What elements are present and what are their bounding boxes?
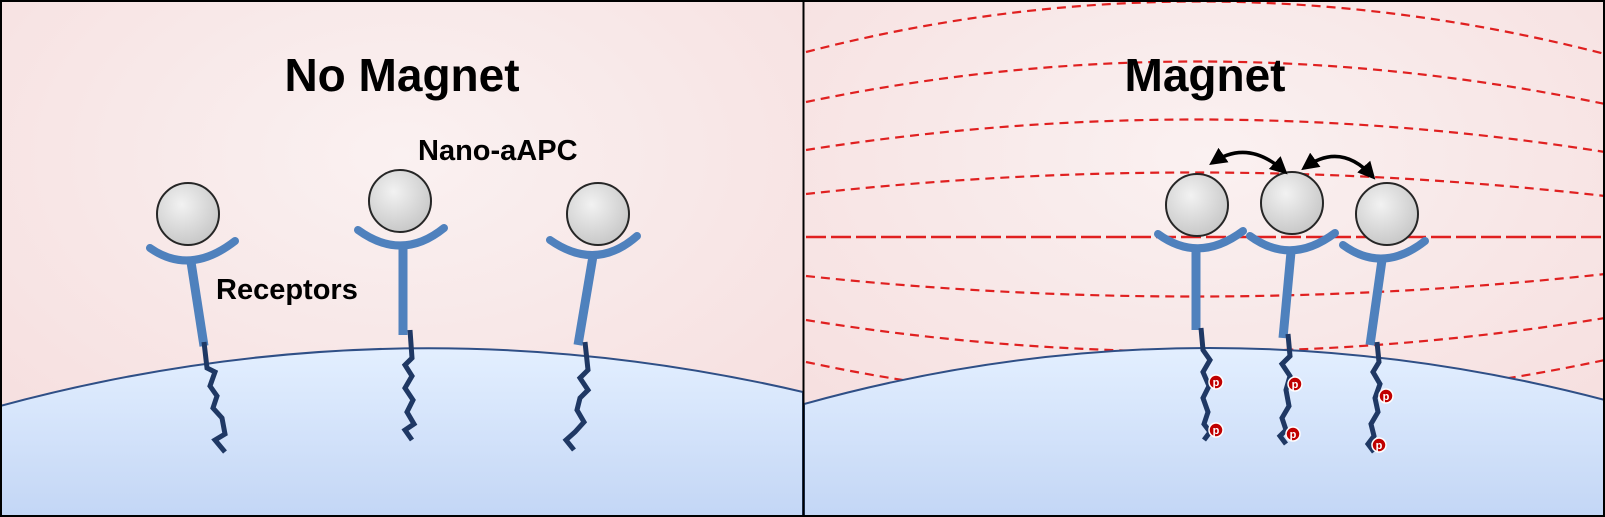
particle-label: Nano-aAPC xyxy=(418,135,578,167)
receptor xyxy=(1154,227,1247,442)
receptor xyxy=(1246,229,1339,446)
receptor-cup xyxy=(1154,227,1247,253)
phospho-label: p xyxy=(1383,391,1390,403)
panel-no-magnet: No Magnet Nano-aAPC Receptors xyxy=(0,0,803,517)
phospho-marker: p xyxy=(1208,374,1224,390)
phospho-marker: p xyxy=(1285,426,1301,442)
nano-aapc-particle xyxy=(1165,173,1229,237)
receptor xyxy=(546,232,641,452)
receptor xyxy=(146,237,239,454)
nano-aapc-particle xyxy=(566,182,630,246)
phospho-label: p xyxy=(1213,377,1220,389)
panel-title: Magnet xyxy=(1125,49,1286,101)
receptor-stalk xyxy=(1365,259,1387,346)
receptor-cup xyxy=(146,237,239,265)
phospho-label: p xyxy=(1213,425,1220,437)
nano-aapc-particle xyxy=(1355,182,1419,246)
clustering-arrow-icon xyxy=(1301,152,1376,180)
receptor-tail xyxy=(201,341,228,454)
receptor-tail xyxy=(1364,341,1383,454)
phospho-marker: p xyxy=(1287,376,1303,392)
receptor-tail xyxy=(1276,333,1293,446)
cell-membrane xyxy=(804,346,1605,517)
phospho-marker: p xyxy=(1378,388,1394,404)
receptor-tail xyxy=(401,329,418,442)
receptor-tail xyxy=(562,341,592,452)
phospho-markers: p p p p p p xyxy=(1208,374,1394,453)
receptor-stalk xyxy=(186,261,209,347)
panel-magnet: p p p p p p xyxy=(804,0,1605,517)
receptor-stalk xyxy=(573,255,598,346)
nano-aapc-particle xyxy=(1260,171,1324,235)
receptor-cup xyxy=(1339,237,1429,263)
receptor-label: Receptors xyxy=(216,274,358,306)
panel-title: No Magnet xyxy=(284,49,519,101)
cell-membrane xyxy=(0,347,803,517)
phospho-label: p xyxy=(1292,379,1299,391)
phospho-label: p xyxy=(1376,440,1383,452)
receptor-stalk xyxy=(1278,251,1296,339)
receptor xyxy=(1339,237,1429,454)
phospho-marker: p xyxy=(1208,422,1224,438)
nano-aapc-particle xyxy=(156,182,220,246)
nano-aapc-particle xyxy=(368,169,432,233)
receptor xyxy=(354,224,448,442)
clustering-arrow-icon xyxy=(1209,147,1288,175)
receptor-cup xyxy=(546,232,641,260)
receptor-cup xyxy=(1246,229,1339,255)
phospho-marker: p xyxy=(1371,437,1387,453)
phospho-label: p xyxy=(1290,429,1297,441)
receptor-cup xyxy=(354,224,448,250)
receptor-tail xyxy=(1198,327,1214,442)
